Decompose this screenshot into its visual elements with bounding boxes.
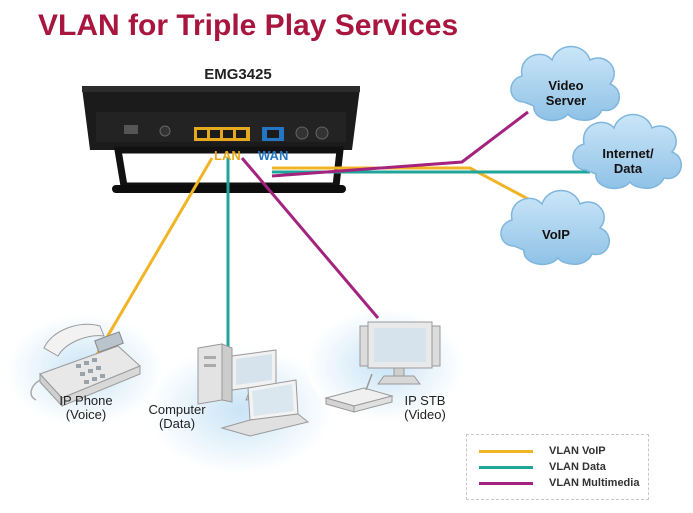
video-server-cloud-icon [510,45,620,122]
ip-phone-label: IP Phone (Voice) [59,393,113,422]
legend-label-voip: VLAN VoIP [549,445,606,457]
voip-label: VoIP [542,227,570,242]
internet-data-label: Internet/ Data [602,146,654,176]
lan-ports [194,127,250,141]
computer-icon [197,343,310,437]
device-name: EMG3425 [204,66,272,83]
legend-item-multimedia: VLAN Multimedia [479,477,639,489]
page-title: VLAN for Triple Play Services [38,9,459,42]
ip-stb-icon [324,373,394,413]
voip-line-phone [94,157,214,357]
legend: VLAN VoIP VLAN Data VLAN Multimedia [466,434,649,500]
tv-icon [359,321,441,385]
video-server-label: Video Server [545,78,587,108]
voip-line-cloud [272,166,531,202]
computer-floor [148,346,332,474]
vlan-lines [94,110,590,357]
legend-label-data: VLAN Data [549,461,606,473]
legend-swatch-voip [479,449,533,453]
voip-cloud-icon [500,189,610,266]
legend-swatch-data [479,465,533,469]
multimedia-line-stb [240,157,380,319]
reset-button [159,125,171,137]
legend-label-multimedia: VLAN Multimedia [549,477,640,489]
multimedia-line-cloud [271,110,529,178]
lan-label: LAN [214,148,241,163]
ip-phone-icon [30,323,141,408]
power-port [124,125,138,134]
router [82,86,360,193]
wan-label: WAN [258,148,289,163]
legend-item-data: VLAN Data [479,461,606,473]
wan-port [262,127,284,141]
legend-swatch-multimedia [479,481,533,485]
internet-data-cloud-icon [572,113,682,190]
legend-item-voip: VLAN VoIP [479,445,606,457]
computer-label: Computer (Data) [148,402,206,431]
ip-stb-label: IP STB (Video) [404,393,446,422]
